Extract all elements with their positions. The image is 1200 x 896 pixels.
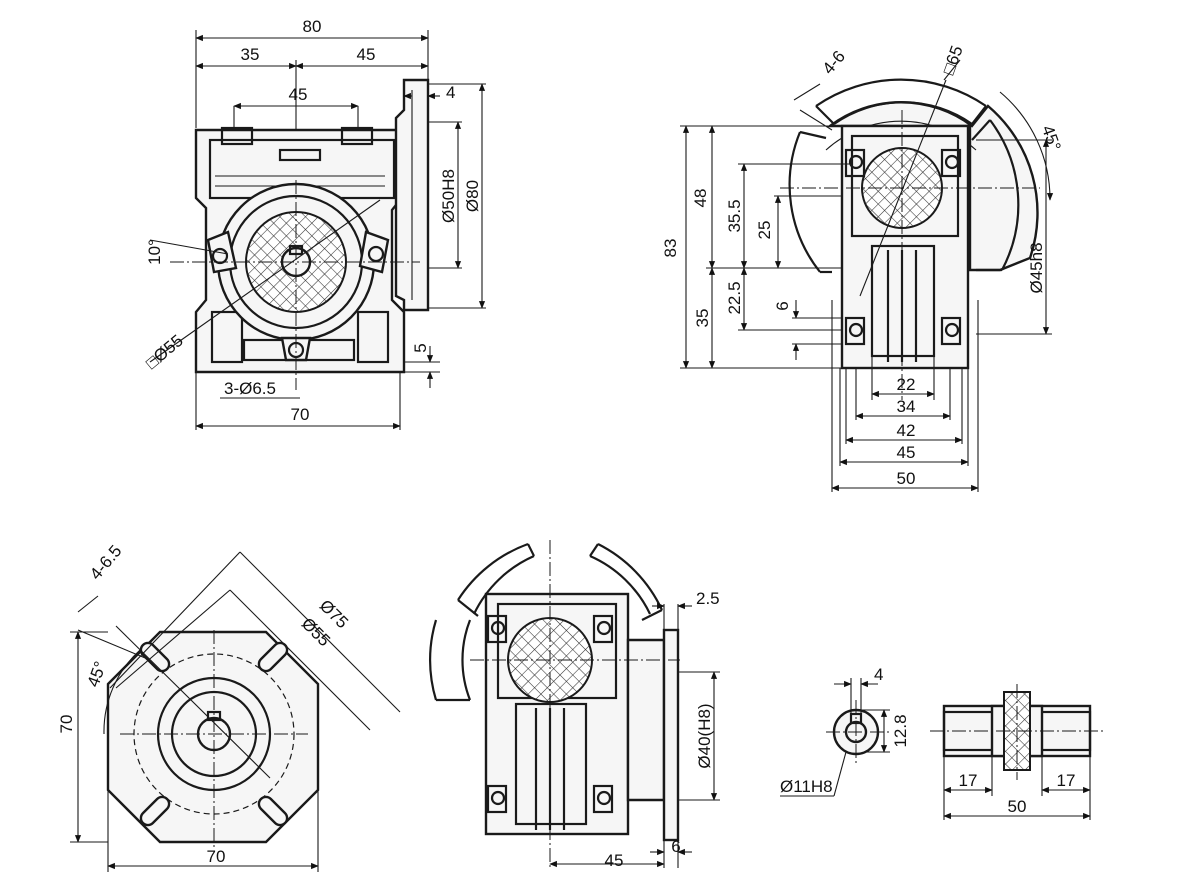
- dim-6: 6: [773, 301, 792, 310]
- dim-35: 35: [241, 45, 260, 64]
- dim-45: 45: [357, 45, 376, 64]
- dim-48: 48: [691, 189, 710, 208]
- dim-25: 25: [755, 221, 774, 240]
- flange-slots: [139, 641, 289, 827]
- dim-4: 4: [874, 665, 883, 684]
- dim-45: 45: [897, 443, 916, 462]
- flange-view: 4-6.5 Ø75 Ø55 45° 70 70: [57, 542, 401, 872]
- dim-83: 83: [661, 239, 680, 258]
- dim-50: 50: [897, 469, 916, 488]
- dim-4-6: 4-6: [819, 47, 849, 78]
- dim-45-inner: 45: [289, 85, 308, 104]
- dim-22-5: 22.5: [725, 281, 744, 314]
- dim-80-dia: Ø80: [463, 180, 482, 212]
- shaft-view: 4 12.8 Ø11H8 17 17 50: [780, 665, 1104, 820]
- side-view: 4-6 □65 45° 83 48 35.5 25 22.5 6 35 Ø45h…: [661, 43, 1064, 492]
- dim-45h8: Ø45h8: [1027, 242, 1046, 293]
- dim-55-sq: □Ø55: [142, 331, 187, 373]
- dim-42: 42: [897, 421, 916, 440]
- dim-4-6-5: 4-6.5: [86, 542, 125, 584]
- dim-34: 34: [897, 397, 916, 416]
- dim-17-right: 17: [1057, 771, 1076, 790]
- dim-80: 80: [303, 17, 322, 36]
- dim-10-deg: 10°: [145, 239, 164, 265]
- dim-65-sq: □65: [939, 43, 967, 77]
- output-flange-view: 2.5 Ø40(H8) 45 6: [429, 540, 720, 870]
- dim-35-5: 35.5: [725, 199, 744, 232]
- dim-holes: 3-Ø6.5: [224, 379, 276, 398]
- dim-45: 45: [605, 851, 624, 870]
- front-view: 80 35 45 45 4 Ø50H8 Ø80 10° □Ø55 5 3-Ø6.…: [142, 17, 486, 430]
- dim-17-left: 17: [959, 771, 978, 790]
- dim-6: 6: [671, 837, 680, 856]
- dim-45-deg: 45°: [1038, 123, 1065, 154]
- dim-50h8: Ø50H8: [439, 169, 458, 223]
- dim-45-deg: 45°: [84, 659, 111, 690]
- dim-4: 4: [446, 83, 455, 102]
- dim-5: 5: [411, 343, 430, 352]
- dim-70-h: 70: [207, 847, 226, 866]
- dim-11-h8: Ø11H8: [780, 777, 833, 796]
- dim-40-h8: Ø40(H8): [695, 703, 714, 768]
- dim-12-8: 12.8: [891, 714, 910, 747]
- dim-35: 35: [693, 309, 712, 328]
- dim-70: 70: [291, 405, 310, 424]
- dim-2-5: 2.5: [696, 589, 720, 608]
- dim-50: 50: [1008, 797, 1027, 816]
- dim-70-v: 70: [57, 715, 76, 734]
- dim-22: 22: [897, 375, 916, 394]
